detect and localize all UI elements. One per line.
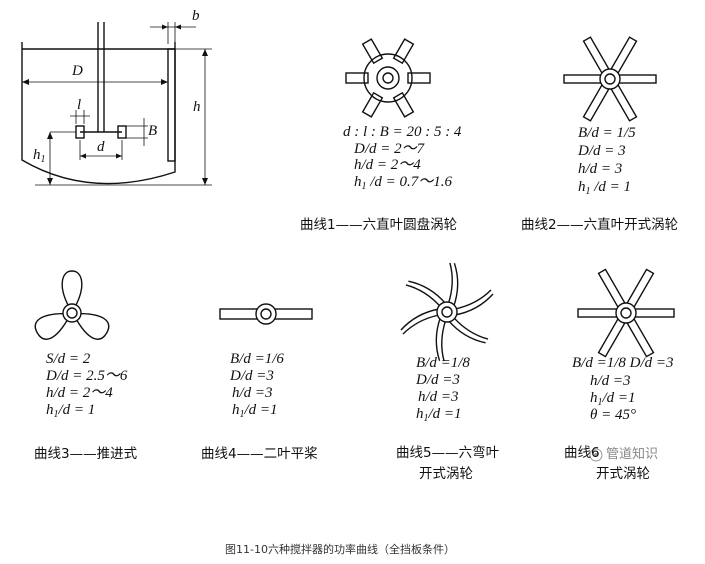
watermark-text: 管道知识 <box>606 447 659 462</box>
label-l: l <box>77 97 82 113</box>
param-line: h/d =3 <box>590 373 631 389</box>
param-line: D/d =3 <box>416 372 460 388</box>
param-line: h1 /d = 1 <box>578 179 632 197</box>
param-line: D/d =3 <box>230 368 274 384</box>
param-line: D/d = 2.5～6 <box>46 368 128 384</box>
param-line: h1/d =1 <box>590 390 636 408</box>
param-line: h1 /d = 0.7～1.6 <box>354 174 453 192</box>
label-D: D <box>72 63 83 79</box>
param-line: D/d = 2～7 <box>354 141 425 157</box>
label-b: b <box>192 8 200 24</box>
tank-schematic <box>21 22 212 186</box>
param-line: B/d = 1/5 <box>578 125 636 141</box>
impeller-1-disc-turbine <box>345 38 431 118</box>
impeller-4-caption: 曲线4——二叶平桨 <box>201 446 318 462</box>
tank-wall <box>21 42 176 185</box>
impeller-5-curved-turbine <box>400 262 494 362</box>
param-line: h/d = 2～4 <box>46 385 113 401</box>
param-line: D/d = 3 <box>578 143 626 159</box>
impeller-blade-right <box>117 125 127 139</box>
impeller-5-caption-line1: 曲线5——六弯叶 <box>396 445 500 461</box>
impeller-6-caption-line2: 开式涡轮 <box>596 466 650 482</box>
param-line: d : l : B = 20 : 5 : 4 <box>343 124 462 140</box>
impeller-2-caption: 曲线2——六直叶开式涡轮 <box>521 217 679 233</box>
impeller-2-open-turbine <box>563 36 657 122</box>
impeller-4-flat-paddle <box>219 303 313 325</box>
param-line: S/d = 2 <box>46 351 91 367</box>
label-h: h <box>193 99 201 115</box>
figure-caption: 图11-10六种搅拌器的功率曲线（全挡板条件） <box>225 543 455 556</box>
param-line: h/d = 2～4 <box>354 157 421 173</box>
param-line: h/d =3 <box>418 389 459 405</box>
param-line: h/d = 3 <box>578 161 623 177</box>
baffle <box>167 48 176 162</box>
watermark-icon <box>589 448 603 462</box>
param-line: B/d =1/8 <box>416 355 470 371</box>
param-line: θ = 45° <box>590 407 636 423</box>
param-line: B/d =1/6 <box>230 351 284 367</box>
param-line: h/d =3 <box>232 385 273 401</box>
label-h1: h1 <box>33 147 46 165</box>
label-d: d <box>97 139 105 155</box>
param-line: h1/d = 1 <box>46 402 96 420</box>
impeller-5-caption-line2: 开式涡轮 <box>419 466 473 482</box>
impeller-6-pitched-turbine <box>577 268 675 358</box>
param-line: B/d =1/8 D/d =3 <box>572 355 674 371</box>
impeller-1-caption: 曲线1——六直叶圆盘涡轮 <box>300 217 458 233</box>
param-line: h1/d =1 <box>232 402 278 420</box>
impeller-6-caption-line1: 曲线6 <box>564 445 600 461</box>
param-line: h1/d =1 <box>416 406 462 424</box>
impeller-3-caption: 曲线3——推进式 <box>34 446 138 462</box>
impeller-3-propeller <box>34 270 110 340</box>
label-B: B <box>148 123 158 139</box>
